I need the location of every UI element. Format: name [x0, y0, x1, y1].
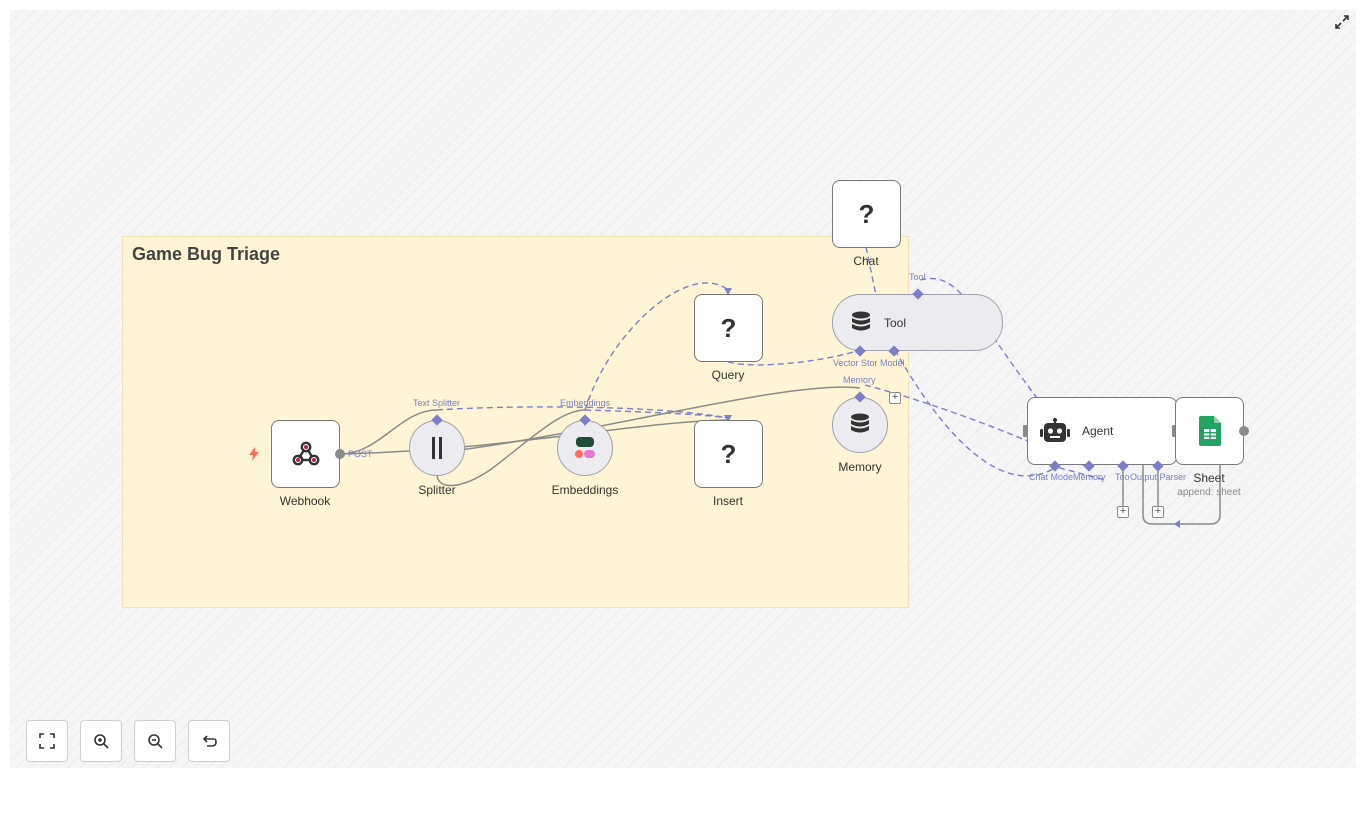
sheet-output-handle[interactable]	[1239, 426, 1249, 436]
edge-label-post: POST	[348, 449, 373, 459]
agent-label: Agent	[1082, 424, 1114, 438]
webhook-icon	[292, 441, 319, 466]
sheet-node[interactable]	[1175, 397, 1244, 465]
fit-view-icon	[39, 733, 55, 749]
robot-icon	[1040, 418, 1070, 442]
edge-label-output-parser: Output Parser	[1130, 472, 1187, 482]
memory-label: Memory	[838, 460, 882, 474]
agent-output-handle[interactable]	[1172, 425, 1177, 437]
memory-node[interactable]	[832, 397, 888, 453]
edge-sheet-loop	[1142, 465, 1221, 525]
splitter-icon	[432, 437, 442, 459]
zoom-out-button[interactable]	[134, 720, 176, 762]
sheet-subtitle: append: sheet	[1177, 487, 1241, 498]
edge-label-agent-tool: Too	[1115, 472, 1130, 482]
question-icon: ?	[858, 198, 875, 229]
webhook-label: Webhook	[279, 494, 331, 508]
edge-chat-tool	[865, 246, 877, 296]
edge-webhook-splitter	[339, 409, 438, 455]
add-model-button[interactable]: +	[889, 392, 901, 404]
database-icon	[851, 413, 869, 433]
edge-embeddings-insert	[584, 409, 729, 419]
edge-textsplitter-insert	[436, 406, 729, 419]
splitter-node[interactable]	[409, 420, 465, 476]
edge-label-vector-store: Vector Stor	[833, 358, 878, 368]
chat-label: Chat	[853, 254, 879, 268]
sheet-label: Sheet	[1193, 471, 1225, 485]
edge-label-memory: Memory	[843, 375, 876, 385]
chat-node[interactable]: ?	[832, 180, 901, 248]
embeddings-icon	[575, 437, 595, 458]
edge-label-agent-memory: Memory	[1073, 472, 1106, 482]
question-icon: ?	[720, 312, 737, 343]
splitter-label: Splitter	[418, 483, 456, 497]
edge-label-text-splitter: Text Splitter	[413, 398, 461, 408]
workflow-canvas[interactable]: Game Bug Triage	[10, 10, 1356, 768]
zoom-out-icon	[148, 734, 163, 749]
fit-view-button[interactable]	[26, 720, 68, 762]
zoom-in-icon	[94, 734, 109, 749]
edge-label-model: Model	[880, 358, 905, 368]
sticky-note[interactable]: Game Bug Triage	[122, 236, 909, 608]
undo-icon	[202, 735, 217, 747]
insert-label: Insert	[712, 494, 743, 508]
edge-embeddings-memory	[459, 386, 861, 451]
insert-node[interactable]: ?	[694, 420, 763, 488]
reset-zoom-button[interactable]	[188, 720, 230, 762]
agent-node[interactable]: Agent	[1027, 397, 1177, 465]
webhook-output-handle[interactable]	[335, 449, 345, 459]
agent-input-handle[interactable]	[1023, 425, 1028, 437]
webhook-node[interactable]	[271, 420, 340, 488]
edge-tool-chatmodel	[894, 349, 1056, 477]
query-label: Query	[711, 368, 745, 382]
trigger-bolt-icon	[249, 447, 259, 461]
tool-label: Tool	[884, 315, 907, 330]
edge-tool-agent	[919, 277, 1041, 403]
tool-node[interactable]: Tool	[832, 294, 1003, 351]
google-sheets-icon	[1198, 416, 1221, 446]
connections-layer	[339, 246, 1221, 528]
add-tool-button[interactable]: +	[1117, 506, 1129, 518]
edge-embeddings-query	[584, 282, 729, 411]
zoom-in-button[interactable]	[80, 720, 122, 762]
sticky-title: Game Bug Triage	[132, 244, 281, 264]
edge-label-chat-model: Chat Mode	[1029, 472, 1074, 482]
add-output-parser-button[interactable]: +	[1152, 506, 1164, 518]
embeddings-label: Embeddings	[551, 483, 619, 497]
query-node[interactable]: ?	[694, 294, 763, 362]
database-icon	[852, 311, 870, 330]
edge-label-embeddings: Embeddings	[560, 398, 611, 408]
question-icon: ?	[720, 438, 737, 469]
edge-splitter-insert	[436, 409, 586, 487]
edge-label-tool: Tool	[909, 272, 926, 282]
edge-query-tool	[727, 349, 861, 366]
expand-icon[interactable]	[1334, 14, 1350, 30]
embeddings-node[interactable]	[557, 420, 613, 476]
